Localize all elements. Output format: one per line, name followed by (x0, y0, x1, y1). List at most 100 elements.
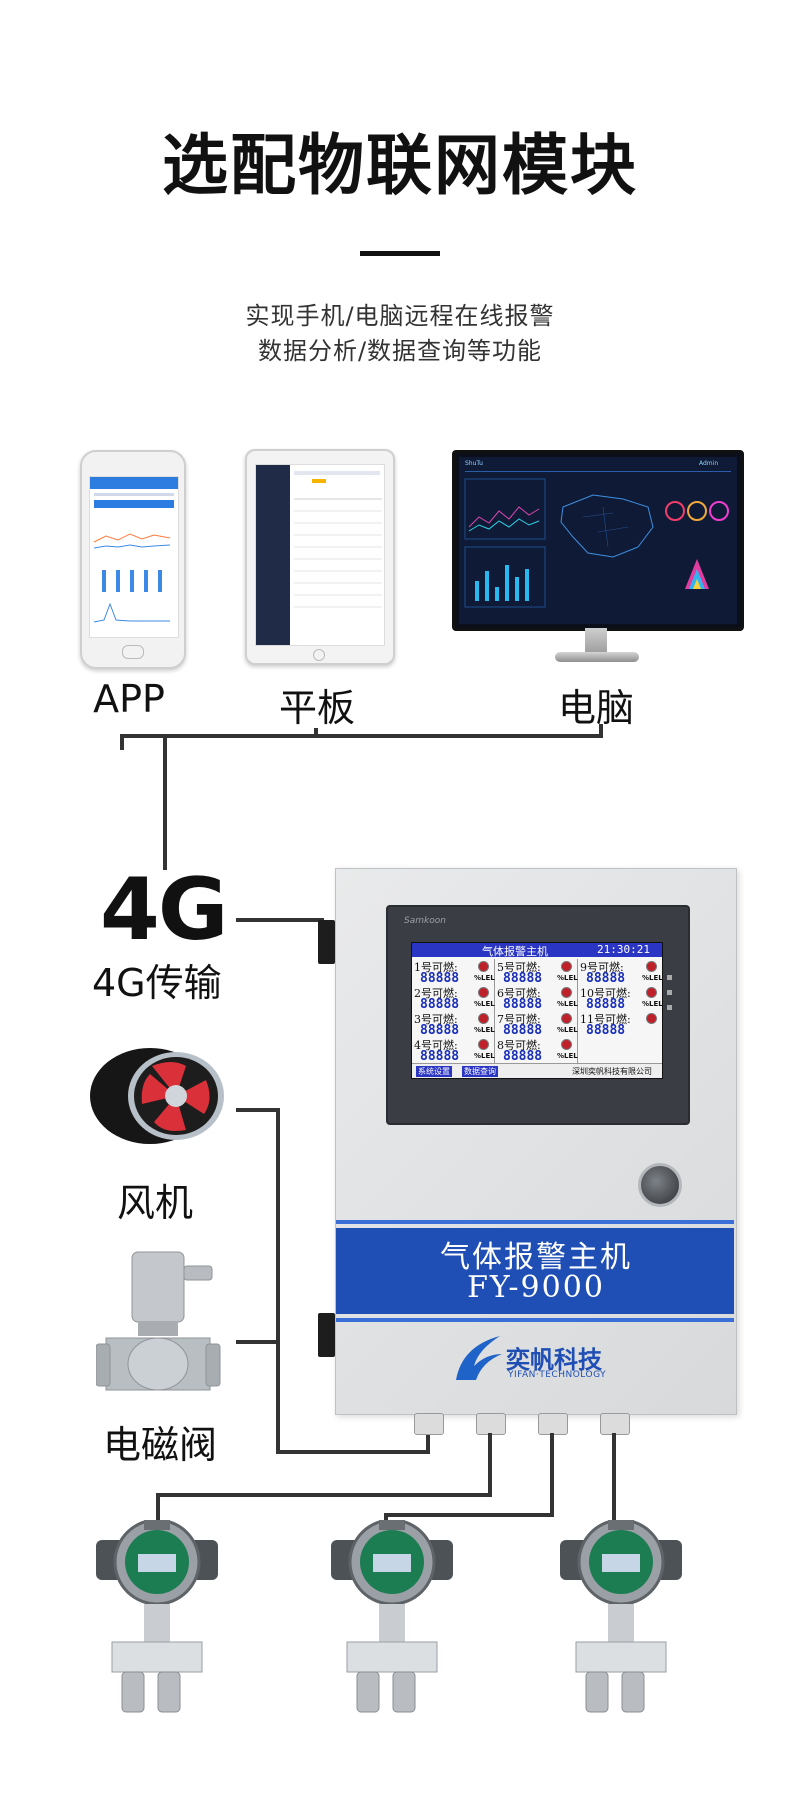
channel-unit: %LEL (557, 1000, 578, 1008)
alarm-indicator (478, 1013, 489, 1024)
connector-line (276, 1108, 280, 1454)
app-label: APP (93, 677, 165, 721)
cable-gland (600, 1413, 630, 1435)
channel-unit: %LEL (642, 974, 663, 982)
channel-cell: 2号可燃: 88888 %LEL (412, 985, 495, 1012)
cabinet-hinge (318, 920, 335, 964)
channel-unit: %LEL (642, 1000, 663, 1008)
data-query-button[interactable]: 数据查询 (462, 1066, 498, 1077)
channel-cell: 10号可燃: 88888 %LEL (578, 985, 663, 1012)
alarm-indicator (561, 987, 572, 998)
connector-line (384, 1513, 388, 1525)
connector-line (236, 1108, 280, 1112)
connector-line (156, 1493, 492, 1497)
channel-value: 88888 (503, 997, 543, 1012)
channel-name: 3号可燃: (414, 1013, 458, 1026)
tablet-label: 平板 (278, 686, 355, 730)
channel-value: 88888 (503, 1049, 543, 1064)
brand-logo-icon (456, 1336, 502, 1380)
channel-cell: 7号可燃: 88888 %LEL (495, 1011, 578, 1038)
channel-unit: %LEL (557, 1026, 578, 1034)
alarm-indicator (478, 987, 489, 998)
cable-gland (414, 1413, 444, 1435)
cabinet-band (336, 1220, 734, 1224)
network-label: 4G传输 (92, 961, 222, 1005)
channel-cell: 8号可燃: 88888 %LEL (495, 1037, 578, 1064)
page-title: 选配物联网模块 (162, 127, 638, 204)
subtitle-line-1: 实现手机/电脑远程在线报警 (245, 302, 555, 330)
channel-cell: 3号可燃: 88888 %LEL (412, 1011, 495, 1038)
channel-unit: %LEL (474, 1000, 495, 1008)
channel-value: 88888 (420, 1023, 460, 1038)
channel-name: 2号可燃: (414, 987, 458, 1000)
channel-name: 9号可燃: (580, 961, 624, 974)
fan-label: 风机 (116, 1181, 193, 1225)
product-model: FY-9000 (467, 1270, 605, 1305)
hmi-time: 21:30:21 (597, 943, 650, 956)
connector-line (156, 1493, 160, 1523)
channel-name: 6号可燃: (497, 987, 541, 1000)
channel-unit: %LEL (474, 974, 495, 982)
pc-stand (585, 628, 607, 654)
channel-name: 11号可燃: (580, 1013, 631, 1026)
product-name: 气体报警主机 (440, 1240, 632, 1275)
channel-value: 88888 (420, 997, 460, 1012)
channel-cell: 6号可燃: 88888 %LEL (495, 985, 578, 1012)
channel-unit: %LEL (557, 1052, 578, 1060)
hmi-screen: 气体报警主机 21:30:21 1号可燃: 88888 %LEL 2号可燃: 8… (411, 942, 663, 1079)
gas-detector-icon (560, 1520, 682, 1713)
connector-line (426, 1430, 430, 1454)
channel-unit: %LEL (474, 1026, 495, 1034)
channel-cell: 4号可燃: 88888 %LEL (412, 1037, 495, 1064)
channel-value: 88888 (586, 971, 626, 986)
gas-detector-icon (331, 1520, 453, 1713)
channel-value: 88888 (420, 1049, 460, 1064)
connector-line (599, 724, 603, 738)
brand-en: YIFAN·TECHNOLOGY (508, 1370, 607, 1380)
alarm-indicator (646, 987, 657, 998)
hmi-led (667, 975, 672, 980)
brand-cn: 奕帆科技 (506, 1346, 602, 1374)
network-4g: 4G (100, 860, 228, 960)
silence-button[interactable] (638, 1163, 682, 1207)
channel-cell: 9号可燃: 88888 %LEL (578, 959, 663, 986)
tablet-table (294, 498, 382, 608)
hmi-footer: 深圳奕帆科技有限公司 (572, 1067, 652, 1076)
channel-unit: %LEL (474, 1052, 495, 1060)
tablet-device (245, 449, 395, 665)
solenoid-valve-icon (96, 1251, 221, 1391)
connector-line (550, 1433, 554, 1517)
channel-cell: 11号可燃: 88888 (578, 1011, 662, 1038)
alarm-indicator (478, 1039, 489, 1050)
pc-brand: ShuTu (465, 460, 483, 467)
alarm-indicator (561, 961, 572, 972)
cable-gland (538, 1413, 568, 1435)
pc-dashboard (464, 478, 729, 608)
channel-value: 88888 (420, 971, 460, 986)
channel-name: 10号可燃: (580, 987, 631, 1000)
hmi-led (667, 990, 672, 995)
cabinet-hinge (318, 1313, 335, 1357)
pc-stand-base (555, 652, 639, 662)
connector-line (488, 1433, 492, 1497)
title-divider (360, 251, 440, 256)
connector-line (120, 736, 124, 750)
cable-gland (476, 1413, 506, 1435)
connector-line (314, 728, 318, 738)
connector-line (120, 734, 603, 738)
connector-line (236, 1340, 280, 1344)
gas-detector-icon (96, 1520, 218, 1713)
valve-label: 电磁阀 (102, 1423, 217, 1467)
pc-monitor: ShuTu Admin (452, 450, 744, 631)
channel-name: 5号可燃: (497, 961, 541, 974)
channel-name: 4号可燃: (414, 1039, 458, 1052)
channel-name: 1号可燃: (414, 961, 458, 974)
connector-line (384, 1513, 554, 1517)
system-settings-button[interactable]: 系统设置 (416, 1066, 452, 1077)
alarm-indicator (646, 961, 657, 972)
channel-name: 7号可燃: (497, 1013, 541, 1026)
channel-unit: %LEL (557, 974, 578, 982)
connector-line (236, 918, 324, 922)
pc-label: 电脑 (557, 686, 634, 730)
hmi-brand: Samkoon (404, 916, 446, 926)
